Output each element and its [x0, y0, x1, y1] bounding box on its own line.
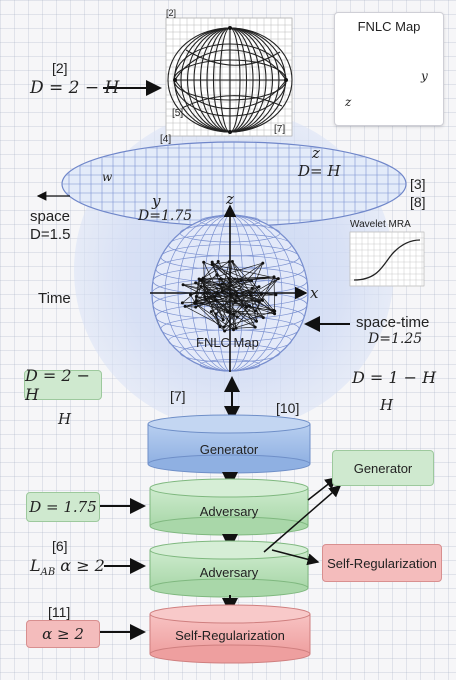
adversary-cylinder-1 — [149, 478, 309, 536]
adversary-cylinder-2 — [149, 540, 309, 598]
spacetime-label: space-time — [356, 314, 430, 331]
sphere-caption: FNLC Map — [196, 335, 259, 350]
lab-cond: α ≥ 2 — [60, 556, 105, 575]
time-label: Time — [38, 290, 71, 307]
lab-sub: AB — [40, 567, 56, 579]
alpha-ref: [11] — [48, 604, 71, 620]
left-green-eq: D = 2 − H — [25, 366, 91, 404]
left-green-h: H — [58, 410, 72, 428]
wavelet-title: Wavelet MRA — [350, 219, 411, 230]
side-self-reg-box: Self-Regularization — [322, 544, 442, 582]
plot-ref-bottom-left: [4] — [160, 134, 172, 145]
sphere-z-label: z — [226, 190, 234, 208]
side-generator-box: Generator — [332, 450, 434, 486]
alpha-box: α ≥ 2 — [26, 620, 100, 648]
adversary-1-label: Adversary — [199, 504, 259, 519]
left-green-eq-box: D = 2 − H — [24, 366, 102, 404]
d175-label: D = 1.75 — [29, 498, 97, 516]
side-generator-label: Generator — [353, 460, 413, 476]
adv2-to-generator-arrow — [263, 485, 342, 553]
fnlc-map-card: FNLC Map y z — [334, 12, 444, 126]
left-eq: D = 2 − H — [30, 78, 120, 98]
plot-ref-top: [2] — [166, 8, 177, 18]
right-eq: D = 1 − H — [352, 368, 437, 387]
adv2-to-selfreg-arrow — [271, 549, 320, 566]
lab-ref: [6] — [52, 538, 68, 554]
ref-10: [10] — [276, 400, 300, 416]
side-self-reg-label: Self-Regularization — [327, 555, 437, 571]
disk-w-label: w — [102, 170, 113, 184]
left-eq-ref: [2] — [52, 60, 68, 76]
phase-plot — [165, 17, 293, 137]
disk-y-label: y — [152, 192, 161, 210]
disk-z-label: z — [312, 144, 320, 162]
ref-7: [7] — [170, 388, 186, 404]
adv1-to-generator-arrow — [307, 477, 338, 501]
generator-label: Generator — [199, 442, 259, 457]
self-reg-label: Self-Regularization — [175, 628, 285, 643]
space-value: D=1.5 — [30, 226, 71, 243]
alpha-label: α ≥ 2 — [42, 625, 84, 643]
lab-l: L — [30, 556, 41, 575]
plot-ref-right: [7] — [274, 124, 286, 135]
wavelet-mra-plot — [349, 231, 425, 287]
fnlc-card-y-label: y — [421, 69, 428, 83]
disk-d-label: D= H — [298, 162, 341, 180]
disk-ref-8: [8] — [410, 194, 426, 210]
space-label: space — [30, 208, 71, 225]
fnlc-card-title: FNLC Map — [357, 19, 421, 34]
right-eq-h: H — [380, 396, 394, 414]
sphere-x-label: x — [310, 284, 319, 302]
self-reg-cylinder — [149, 604, 311, 664]
spacetime-value: D=1.25 — [368, 331, 423, 347]
disk-ref-3: [3] — [410, 176, 426, 192]
generator-cylinder — [147, 414, 311, 474]
space-disk — [61, 141, 407, 227]
plot-ref-left: [5] — [172, 108, 184, 119]
fnlc-card-z-label: z — [345, 95, 352, 109]
d175-box: D = 1.75 — [26, 492, 100, 522]
disk-y-value: D=1.75 — [138, 208, 193, 224]
lab-expression: LAB α ≥ 2 — [30, 556, 105, 578]
adversary-2-label: Adversary — [199, 565, 259, 580]
